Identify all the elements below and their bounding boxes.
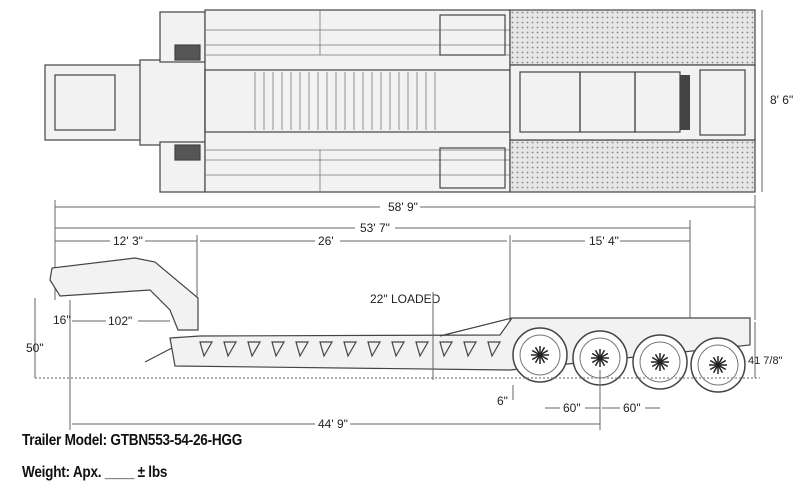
deck-gusset	[223, 341, 238, 358]
side-view: 50" 16" 102" 22" LOADED 6" 60" 60" 44' 9…	[26, 257, 783, 431]
rear-length-label: 15' 4"	[589, 234, 619, 248]
swing-clearance-label: 102"	[108, 314, 132, 328]
gooseneck-plan	[44, 64, 151, 141]
dimension-lines: 58' 9" 53' 7" 12' 3" 26' 15' 4"	[54, 195, 756, 330]
deck-height-label: 22" LOADED	[370, 292, 441, 306]
gooseneck-length-label: 12' 3"	[113, 234, 143, 248]
deck-gusset	[343, 341, 358, 358]
trailer-weight: Weight: Apx. ____ ± lbs	[22, 464, 168, 481]
deck-gusset	[247, 341, 262, 358]
gooseneck-side	[49, 257, 199, 331]
deck-gusset	[391, 341, 406, 358]
deck-gusset	[295, 341, 310, 358]
rear-deck-plate-bottom	[509, 139, 756, 193]
kingpin-to-axle-label: 44' 9"	[318, 417, 348, 431]
deck-gusset	[463, 341, 478, 358]
axle-spacing-2-label: 60"	[623, 401, 641, 415]
overall-width-label: 8' 6"	[770, 93, 793, 107]
kingpin-offset-label: 16"	[53, 313, 71, 327]
deck-length-label: 26'	[318, 234, 334, 248]
deck-gusset	[199, 341, 214, 358]
wheel	[632, 334, 688, 390]
deck-gusset	[367, 341, 382, 358]
deck-gusset	[271, 341, 286, 358]
wheel	[512, 327, 568, 383]
deck-gusset	[319, 341, 334, 358]
deck-gusset	[487, 341, 502, 358]
wheel	[690, 337, 746, 393]
top-plan-view: 8' 6"	[44, 9, 793, 193]
rear-deck-height-label: 41 7/8"	[748, 355, 783, 367]
axle-spacing-1-label: 60"	[563, 401, 581, 415]
deck-gusset	[415, 341, 430, 358]
overall-length-label: 58' 9"	[388, 200, 418, 214]
trailer-model: Trailer Model: GTBN553-54-26-HGG	[22, 432, 243, 449]
rear-deck-plate-top	[509, 9, 756, 66]
length-to-rear-label: 53' 7"	[360, 221, 390, 235]
gooseneck-height-label: 50"	[26, 341, 44, 355]
deck-gusset	[439, 341, 454, 358]
rear-clearance-label: 6"	[497, 394, 508, 408]
main-deck-plan	[204, 9, 511, 193]
